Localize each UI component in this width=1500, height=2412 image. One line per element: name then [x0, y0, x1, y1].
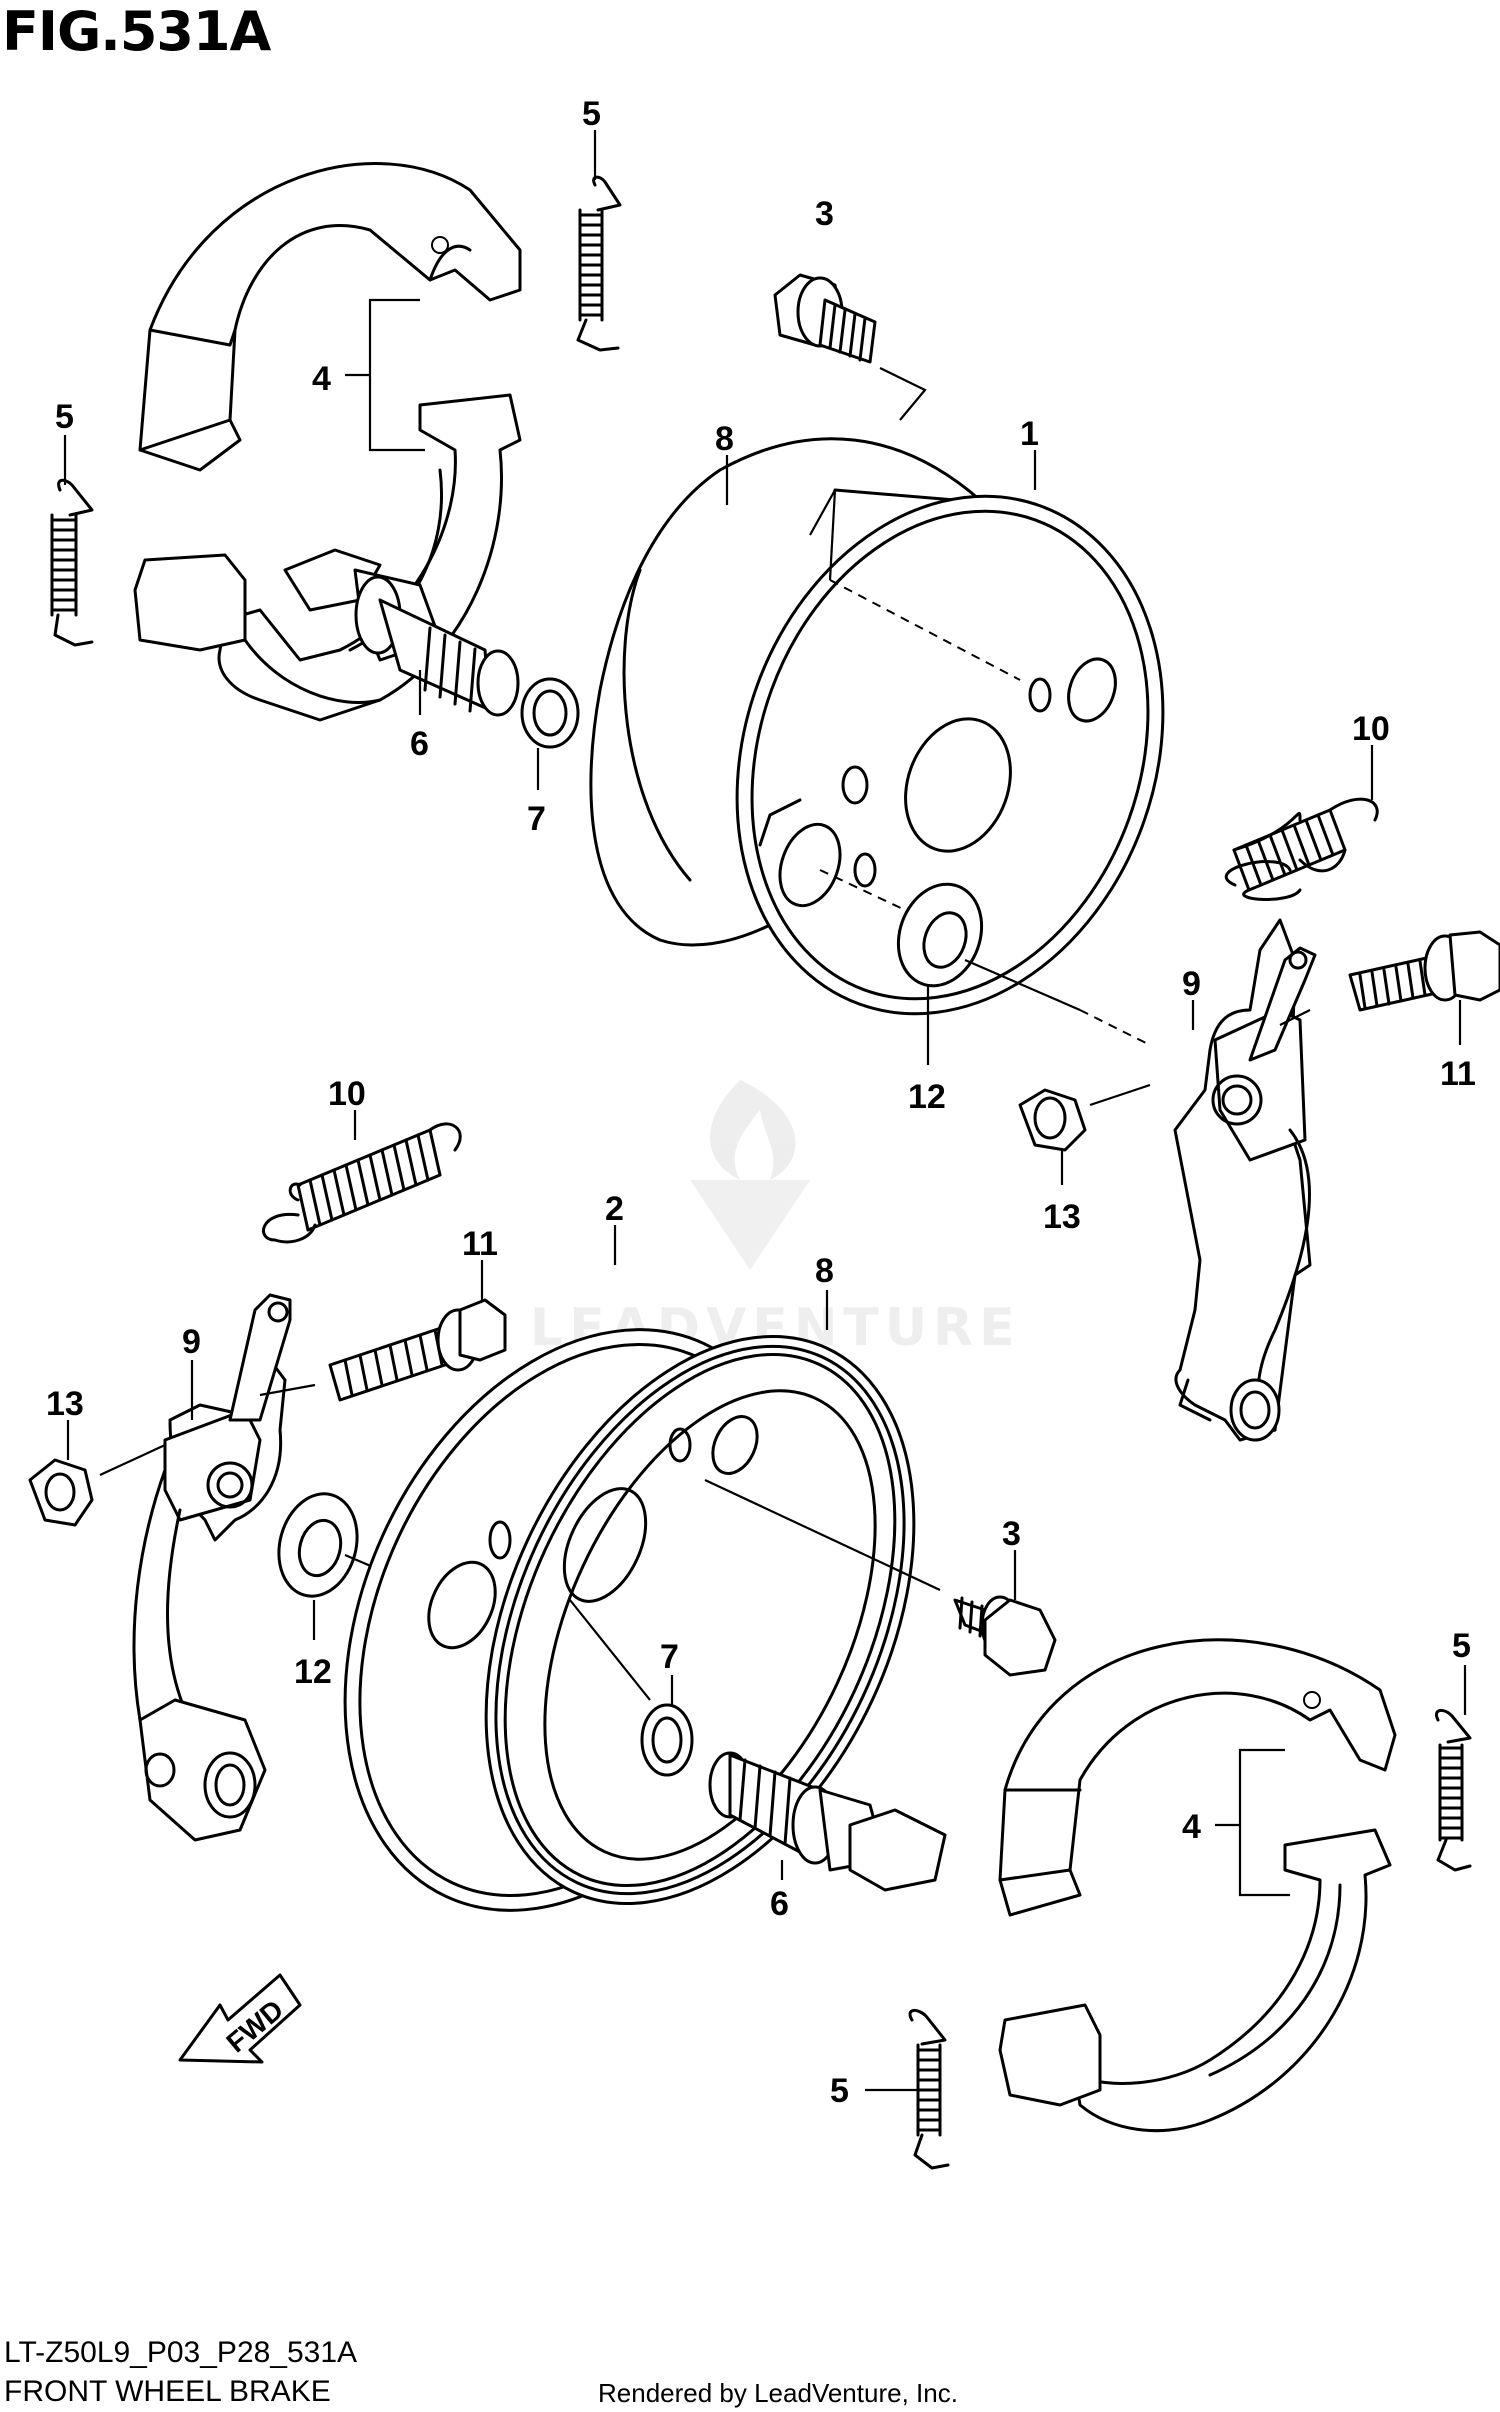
- callout-5-lower-right: 5: [1452, 1627, 1471, 1665]
- leader-3-upper: [879, 367, 927, 421]
- bolt-11-upper: [1348, 930, 1500, 1012]
- callout-13-upper: 13: [1043, 1198, 1081, 1236]
- figure-caption: FRONT WHEEL BRAKE: [4, 2375, 331, 2408]
- callout-11-upper: 11: [1440, 1055, 1476, 1093]
- callout-7-lower: 7: [660, 1638, 679, 1676]
- spring-5-lower-right: [1435, 1709, 1472, 1872]
- callout-3-lower: 3: [1002, 1515, 1021, 1553]
- guide-line-upper-9: [1279, 1009, 1311, 1026]
- callout-8-upper: 8: [715, 420, 734, 458]
- washer-12-lower: [277, 1492, 359, 1598]
- seal-7-upper: [520, 677, 580, 749]
- leader-4-lower: [1238, 1748, 1290, 1897]
- callout-5-upper-right: 5: [582, 95, 601, 133]
- callout-5-lower-bottom: 5: [830, 2072, 849, 2110]
- fwd-direction-arrow: FWD: [178, 1973, 302, 2064]
- spring-10-upper: [1224, 797, 1379, 901]
- washer-12-upper: [896, 882, 984, 988]
- guide-line-lower-9: [259, 1383, 316, 1397]
- callout-6-upper: 6: [410, 725, 429, 763]
- brake-shoe-upper-top: [138, 162, 522, 472]
- nut-13-lower: [28, 1458, 94, 1527]
- guide-line-upper-13: [1089, 1083, 1151, 1107]
- callout-1: 1: [1020, 415, 1039, 453]
- spring-10-lower: [262, 1122, 462, 1244]
- callout-3-upper: 3: [815, 195, 834, 233]
- callout-11-lower: 11: [462, 1225, 498, 1263]
- callout-2: 2: [605, 1190, 624, 1228]
- callout-4-lower: 4: [1182, 1808, 1201, 1846]
- callout-6-lower: 6: [770, 1885, 789, 1923]
- guide-line-upper-panel-2: [809, 489, 837, 581]
- callout-7-upper: 7: [527, 800, 546, 838]
- spring-5-upper-left: [50, 478, 94, 647]
- nut-13-upper: [1018, 1088, 1087, 1152]
- watermark-logo: LEADVENTURE: [530, 1080, 1015, 1358]
- callout-10-upper: 10: [1352, 710, 1390, 748]
- spring-5-lower-bottom: [908, 2009, 950, 2170]
- callout-9-upper: 9: [1182, 965, 1201, 1003]
- brake-shoe-lower-bottom: [998, 1828, 1392, 2133]
- bolt-3-upper: [773, 273, 877, 364]
- bolt-11-lower: [328, 1298, 507, 1402]
- seal-7-lower: [640, 1703, 694, 1777]
- figure-title: FIG.531A: [2, 0, 271, 63]
- guide-line-lower-bolt: [704, 1479, 941, 1591]
- callout-8-lower: 8: [815, 1252, 834, 1290]
- callout-12-upper: 12: [908, 1078, 946, 1116]
- guide-line-upper-panel: [829, 579, 1021, 681]
- guide-line-lower-13: [99, 1444, 166, 1476]
- figure-code: LT-Z50L9_P03_P28_531A: [4, 2336, 358, 2369]
- callout-10-lower: 10: [328, 1075, 366, 1113]
- cam-shaft-6-lower: [708, 1751, 947, 1892]
- callout-13-lower: 13: [46, 1385, 84, 1423]
- brake-shoe-lower-top: [998, 1638, 1397, 1917]
- callout-4-upper: 4: [312, 360, 331, 398]
- callout-5-upper-left: 5: [55, 398, 74, 436]
- leader-4-upper: [368, 298, 425, 452]
- render-credit: Rendered by LeadVenture, Inc.: [598, 2378, 958, 2408]
- bolt-3-lower: [953, 1595, 1057, 1677]
- callout-12-lower: 12: [294, 1653, 332, 1691]
- callout-9-lower: 9: [182, 1323, 201, 1361]
- brake-panel-1-upper: [735, 494, 1165, 1016]
- cam-lever-9-upper: [1173, 918, 1317, 1442]
- cam-lever-9-lower: [132, 1293, 292, 1842]
- guide-line-lower-panel: [569, 1599, 651, 1701]
- cam-shaft-6-upper: [283, 548, 520, 717]
- brake-drum-8-lower: [484, 1334, 916, 1906]
- spring-5-upper-right: [576, 175, 622, 352]
- guide-line-upper-12b: [1079, 1009, 1151, 1046]
- guide-line-upper-12: [964, 958, 1081, 1012]
